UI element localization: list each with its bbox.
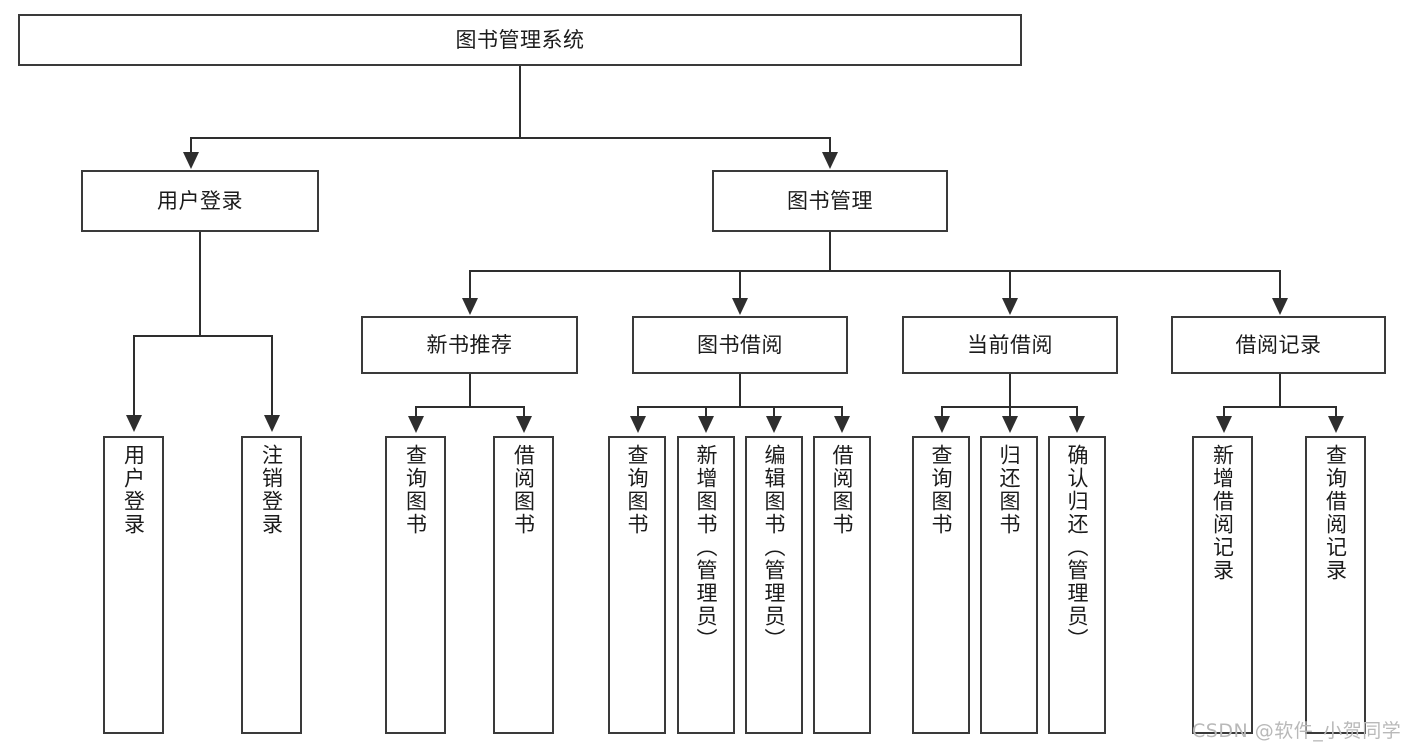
arrow-bb-leaf3	[766, 416, 782, 433]
leaf-label: 查询借阅记录	[1323, 444, 1348, 582]
node-label: 新书推荐	[426, 332, 513, 357]
arrow-bm-to-book-borrow	[732, 298, 748, 315]
node-user-login[interactable]: 用户登录	[81, 170, 319, 232]
arrow-bm-to-new-book	[462, 298, 478, 315]
node-label: 借阅记录	[1235, 332, 1322, 357]
connector-new-book-stem	[469, 374, 471, 407]
connector-cb-leaf3	[1076, 406, 1078, 418]
node-label: 用户登录	[157, 188, 243, 213]
connector-root-to-book-management	[829, 137, 831, 155]
connector-new-book-bus	[415, 406, 525, 408]
connector-bb-leaf1	[637, 406, 639, 418]
connector-nb-leaf2	[523, 406, 525, 418]
leaf-borrow-record-query[interactable]: 查询借阅记录	[1305, 436, 1366, 734]
node-label: 图书管理	[787, 188, 873, 213]
connector-book-management-stem	[829, 232, 831, 271]
connector-root-to-user-login	[190, 137, 192, 155]
connector-borrow-record-stem	[1279, 374, 1281, 407]
node-current-borrow[interactable]: 当前借阅	[902, 316, 1118, 374]
leaf-label: 用户登录	[121, 444, 146, 536]
arrow-bb-leaf4	[834, 416, 850, 433]
connector-bm-to-new-book	[469, 270, 471, 300]
leaf-label: 查询图书	[625, 444, 650, 536]
connector-book-borrow-stem	[739, 374, 741, 407]
connector-current-borrow-stem	[1009, 374, 1011, 407]
leaf-book-borrow-borrow[interactable]: 借阅图书	[813, 436, 871, 734]
arrow-root-to-book-management	[822, 152, 838, 169]
node-label: 图书管理系统	[455, 27, 585, 52]
connector-cb-leaf2	[1009, 406, 1011, 418]
leaf-borrow-record-add[interactable]: 新增借阅记录	[1192, 436, 1253, 734]
connector-bb-leaf3	[773, 406, 775, 418]
leaf-book-borrow-query[interactable]: 查询图书	[608, 436, 666, 734]
connector-bb-leaf2	[705, 406, 707, 418]
node-label: 图书借阅	[697, 332, 783, 357]
arrow-cb-leaf3	[1069, 416, 1085, 433]
leaf-label: 注销登录	[259, 444, 284, 536]
node-book-borrow[interactable]: 图书借阅	[632, 316, 848, 374]
arrow-nb-leaf1	[408, 416, 424, 433]
connector-user-login-bus	[133, 335, 273, 337]
arrow-cb-leaf1	[934, 416, 950, 433]
arrow-br-leaf2	[1328, 416, 1344, 433]
leaf-current-borrow-confirm-return[interactable]: 确认归还（管理员）	[1048, 436, 1106, 734]
connector-bm-to-borrow-record	[1279, 270, 1281, 300]
leaf-label: 编辑图书（管理员）	[762, 444, 787, 651]
leaf-label: 借阅图书	[511, 444, 536, 536]
leaf-label: 查询图书	[403, 444, 428, 536]
watermark-text: CSDN @软件_小贺同学	[1192, 720, 1402, 742]
connector-user-login-leaf1	[133, 335, 135, 417]
connector-user-login-stem	[199, 232, 201, 336]
connector-cb-leaf1	[941, 406, 943, 418]
connector-book-borrow-bus	[637, 406, 841, 408]
connector-br-leaf2	[1335, 406, 1337, 418]
connector-nb-leaf1	[415, 406, 417, 418]
leaf-label: 借阅图书	[830, 444, 855, 536]
leaf-label: 新增图书（管理员）	[694, 444, 719, 651]
arrow-user-login-leaf2	[264, 415, 280, 432]
node-new-book-recommend[interactable]: 新书推荐	[361, 316, 578, 374]
connector-br-leaf1	[1223, 406, 1225, 418]
leaf-user-login-login[interactable]: 用户登录	[103, 436, 164, 734]
leaf-label: 查询图书	[929, 444, 954, 536]
leaf-new-book-query[interactable]: 查询图书	[385, 436, 446, 734]
connector-root-bus	[190, 137, 831, 139]
node-label: 当前借阅	[967, 332, 1053, 357]
arrow-root-to-user-login	[183, 152, 199, 169]
leaf-book-borrow-add[interactable]: 新增图书（管理员）	[677, 436, 735, 734]
connector-root-stem	[519, 66, 521, 138]
arrow-bb-leaf2	[698, 416, 714, 433]
connector-book-management-bus	[469, 270, 1279, 272]
leaf-label: 归还图书	[997, 444, 1022, 536]
node-root-book-management-system[interactable]: 图书管理系统	[18, 14, 1022, 66]
node-borrow-record[interactable]: 借阅记录	[1171, 316, 1386, 374]
leaf-label: 确认归还（管理员）	[1065, 444, 1090, 651]
arrow-bm-to-current-borrow	[1002, 298, 1018, 315]
node-book-management[interactable]: 图书管理	[712, 170, 948, 232]
leaf-label: 新增借阅记录	[1210, 444, 1235, 582]
leaf-book-borrow-edit[interactable]: 编辑图书（管理员）	[745, 436, 803, 734]
connector-borrow-record-bus	[1223, 406, 1337, 408]
leaf-new-book-borrow[interactable]: 借阅图书	[493, 436, 554, 734]
connector-bm-to-book-borrow	[739, 270, 741, 300]
connector-bm-to-current-borrow	[1009, 270, 1011, 300]
arrow-bb-leaf1	[630, 416, 646, 433]
leaf-current-borrow-query[interactable]: 查询图书	[912, 436, 970, 734]
connector-user-login-leaf2	[271, 335, 273, 417]
arrow-nb-leaf2	[516, 416, 532, 433]
leaf-current-borrow-return[interactable]: 归还图书	[980, 436, 1038, 734]
connector-bb-leaf4	[841, 406, 843, 418]
arrow-cb-leaf2	[1002, 416, 1018, 433]
arrow-user-login-leaf1	[126, 415, 142, 432]
arrow-bm-to-borrow-record	[1272, 298, 1288, 315]
leaf-user-login-logout[interactable]: 注销登录	[241, 436, 302, 734]
arrow-br-leaf1	[1216, 416, 1232, 433]
